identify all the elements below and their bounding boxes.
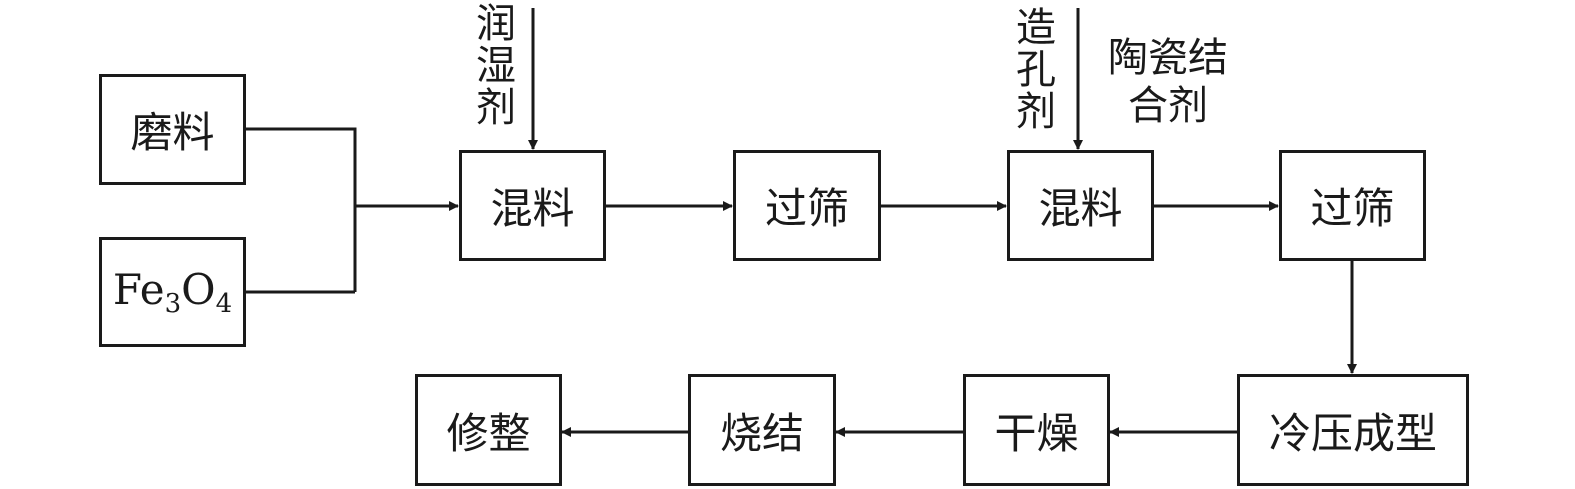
node-trimming-label: 修整 xyxy=(446,408,531,458)
node-sintering-label: 烧结 xyxy=(719,408,804,458)
node-grinding: 磨料 xyxy=(99,74,246,185)
node-drying-label: 干燥 xyxy=(994,408,1079,458)
fe3o4-base: Fe xyxy=(112,265,165,314)
node-drying: 干燥 xyxy=(963,374,1110,486)
node-mix1: 混料 xyxy=(459,150,606,261)
label-wetting-agent: 润湿剂 xyxy=(469,2,515,128)
node-grinding-label: 磨料 xyxy=(130,108,215,157)
node-sintering: 烧结 xyxy=(688,374,836,486)
node-cold-press-label: 冷压成型 xyxy=(1268,408,1437,458)
node-fe3o4-label: Fe3O4 xyxy=(113,265,232,319)
fe3o4-mid: O xyxy=(181,265,216,314)
node-mix2: 混料 xyxy=(1007,150,1154,261)
node-trimming: 修整 xyxy=(415,374,562,486)
fe3o4-sub2: 4 xyxy=(215,289,233,319)
node-sieve2: 过筛 xyxy=(1279,150,1426,261)
fe3o4-sub1: 3 xyxy=(164,289,182,319)
label-ceramic-binder: 陶瓷结 合剂 xyxy=(1088,34,1248,130)
node-cold-press: 冷压成型 xyxy=(1237,374,1469,486)
node-sieve1-label: 过筛 xyxy=(764,184,849,233)
label-pore-former: 造孔剂 xyxy=(1009,6,1055,132)
node-mix1-label: 混料 xyxy=(490,184,575,233)
node-fe3o4: Fe3O4 xyxy=(99,237,246,347)
node-sieve2-label: 过筛 xyxy=(1310,184,1395,233)
connector-grinding xyxy=(245,127,357,292)
node-mix2-label: 混料 xyxy=(1038,184,1123,233)
label-ceramic-binder-line2: 合剂 xyxy=(1128,83,1208,129)
label-ceramic-binder-line1: 陶瓷结 xyxy=(1108,35,1228,81)
node-sieve1: 过筛 xyxy=(733,150,881,261)
